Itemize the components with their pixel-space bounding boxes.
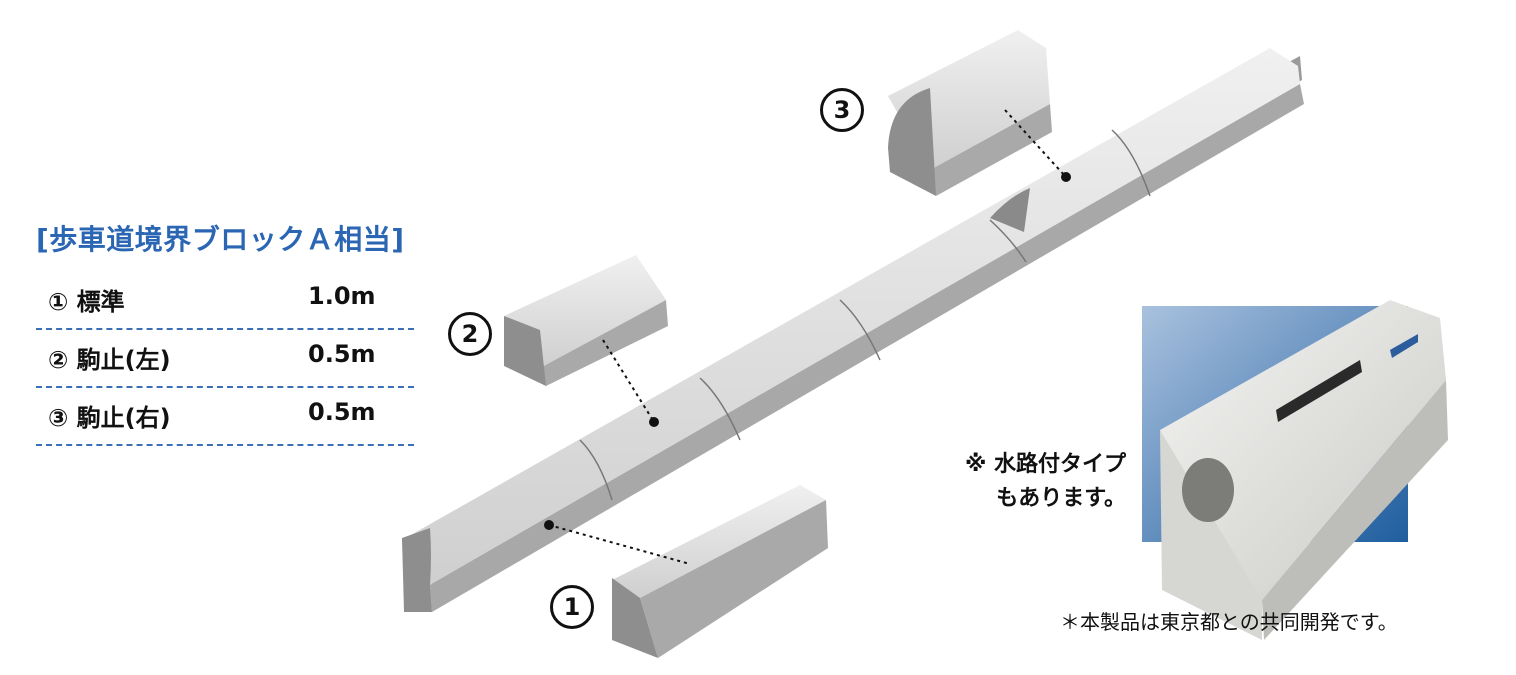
leader-dots (544, 172, 1071, 530)
spec-label: ① 標準 (48, 288, 125, 316)
spec-row-standard: ① 標準 1.0m (36, 270, 414, 330)
callout-1: 1 (550, 585, 594, 629)
block-stopper-left (504, 255, 668, 386)
main-curb-line (402, 48, 1304, 612)
spec-row-stopper-left: ② 駒止(左) 0.5m (36, 328, 414, 388)
spec-length: 0.5m (308, 398, 376, 426)
water-channel-photo (1142, 300, 1448, 640)
block-standard (612, 485, 828, 658)
callout-2: 2 (448, 312, 492, 356)
block-stopper-right (888, 30, 1052, 196)
footnote: ＊本製品は東京都との共同開発です。 (1060, 610, 1398, 634)
page-title: [歩車道境界ブロックＡ相当] (36, 223, 405, 256)
spec-label: ② 駒止(左) (48, 346, 171, 374)
spec-label: ③ 駒止(右) (48, 404, 171, 432)
callout-3: 3 (820, 88, 864, 132)
spec-length: 0.5m (308, 340, 376, 368)
spec-row-stopper-right: ③ 駒止(右) 0.5m (36, 386, 414, 446)
spec-length: 1.0m (308, 282, 376, 310)
leader-lines (548, 109, 1066, 565)
water-channel-note: ※ 水路付タイプ もあります。 (964, 452, 1126, 511)
